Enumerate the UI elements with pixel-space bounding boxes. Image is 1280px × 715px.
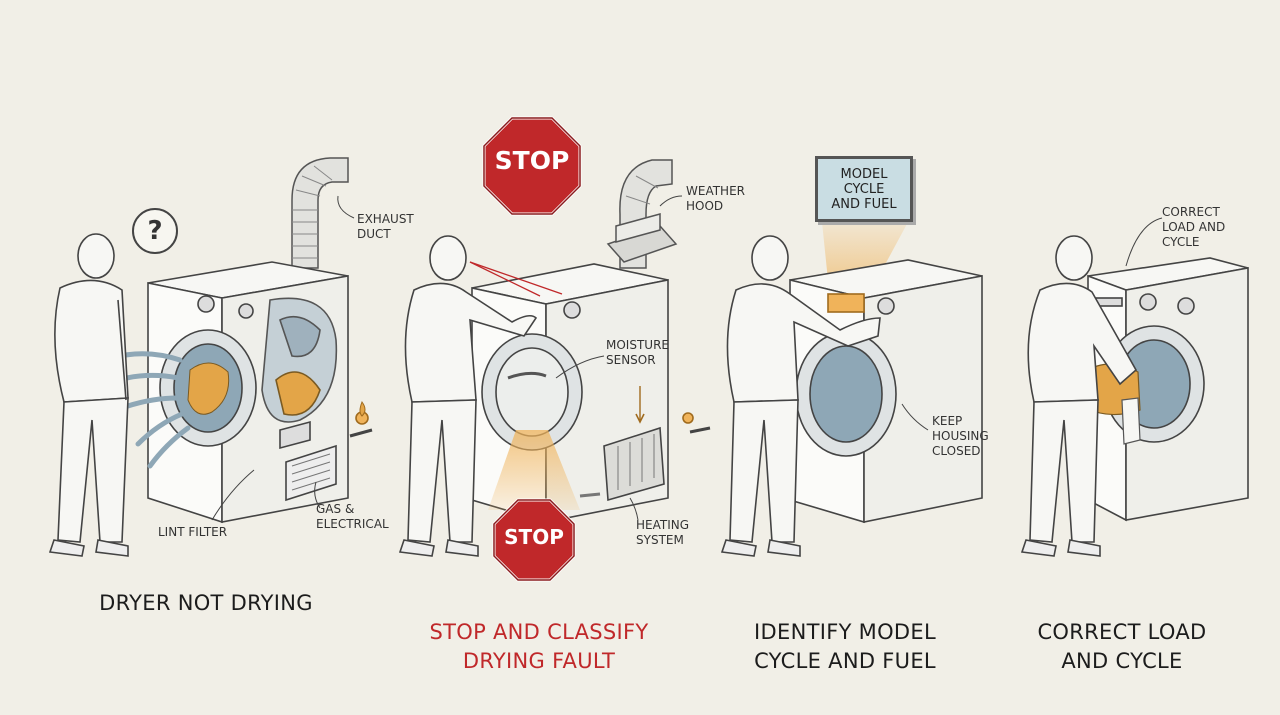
- label-correct-load-cycle: CORRECT LOAD AND CYCLE: [1162, 205, 1226, 249]
- label-weather-hood: WEATHER HOOD: [686, 184, 745, 213]
- caption-dryer-not-drying: DRYER NOT DRYING: [76, 589, 336, 618]
- dryer-1-icon: [147, 261, 373, 524]
- person-1-icon: [48, 233, 129, 557]
- model-sign-text: MODEL CYCLE AND FUEL: [831, 166, 897, 212]
- panel-3-identify-model: [720, 222, 983, 557]
- label-moisture-sensor: MOISTURE SENSOR: [606, 338, 669, 367]
- person-3-icon: [720, 235, 881, 557]
- label-gas-electrical: GAS & ELECTRICAL: [316, 502, 389, 531]
- caption-correct-load: CORRECT LOAD AND CYCLE: [992, 589, 1252, 676]
- caption-2-text: STOP AND CLASSIFY DRYING FAULT: [429, 620, 649, 673]
- stop-sign-bottom-text: STOP: [504, 525, 564, 549]
- label-keep-housing-closed: KEEP HOUSING CLOSED: [932, 414, 989, 458]
- caption-4-text: CORRECT LOAD AND CYCLE: [1037, 620, 1207, 673]
- panel-2-stop-classify: [398, 116, 711, 582]
- highlight-beam: [488, 430, 580, 510]
- label-lint-filter: LINT FILTER: [158, 525, 228, 539]
- model-cycle-fuel-sign: MODEL CYCLE AND FUEL: [815, 156, 913, 222]
- panel-4-correct-load: [1020, 235, 1249, 557]
- dryer-3-icon: [789, 259, 983, 524]
- leader-lines: [211, 195, 1163, 521]
- caption-1-text: DRYER NOT DRYING: [99, 591, 313, 615]
- weather-hood-icon: [606, 159, 678, 269]
- question-bubble: ?: [132, 208, 178, 254]
- person-4-icon: [1020, 235, 1138, 557]
- panel-1-dryer-not-drying: [48, 157, 373, 557]
- stop-sign-top-text: STOP: [494, 146, 570, 175]
- pointer-arrows-icon: [469, 261, 563, 297]
- caption-3-text: IDENTIFY MODEL CYCLE AND FUEL: [754, 620, 936, 673]
- label-heating-system: HEATING SYSTEM: [636, 518, 690, 547]
- exhaust-duct-icon: [291, 157, 349, 269]
- caption-stop-classify: STOP AND CLASSIFY DRYING FAULT: [409, 589, 669, 676]
- person-2-icon: [398, 235, 538, 557]
- caption-identify-model: IDENTIFY MODEL CYCLE AND FUEL: [715, 589, 975, 676]
- label-exhaust-duct: EXHAUST DUCT: [357, 212, 414, 241]
